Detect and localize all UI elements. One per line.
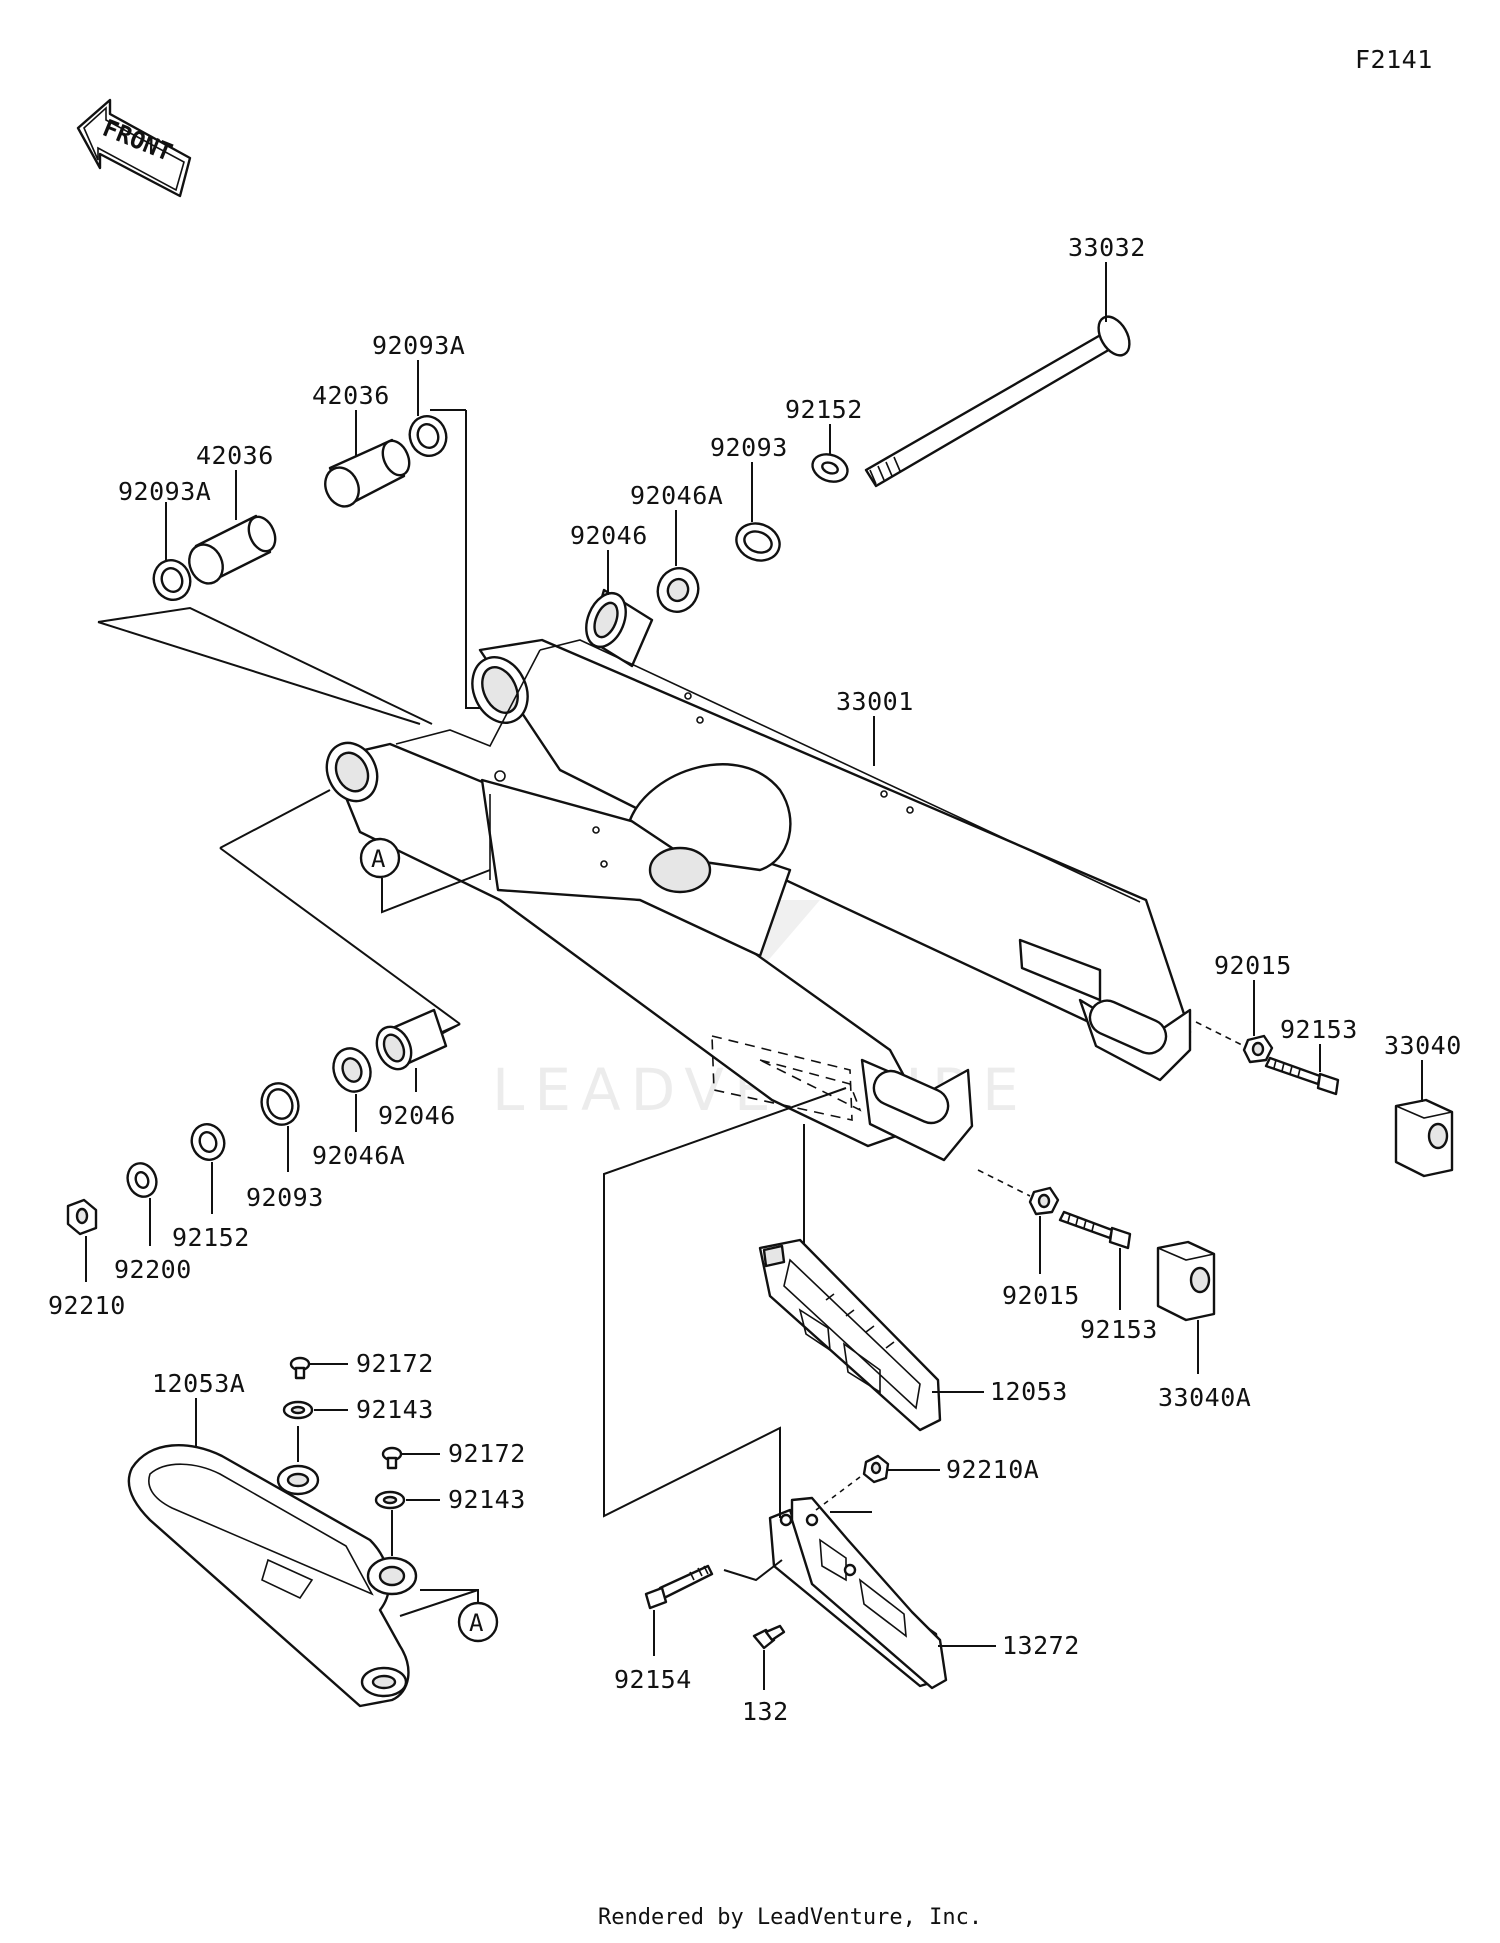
callout-a-upper: A (359, 837, 401, 879)
label-12053: 12053 (990, 1377, 1068, 1406)
label-92200: 92200 (114, 1255, 192, 1284)
label-92172-a: 92172 (356, 1349, 434, 1378)
nut-92210 (66, 1198, 98, 1236)
washer-92143-a (282, 1400, 314, 1420)
label-33032: 33032 (1068, 233, 1146, 262)
label-92046-top: 92046 (570, 521, 648, 550)
bolt-92153-right (1264, 1056, 1340, 1096)
callout-a-upper-text: A (371, 845, 386, 873)
label-12053A: 12053A (152, 1369, 245, 1398)
seal-92093A-top (408, 415, 448, 457)
screw-92172-a (289, 1356, 311, 1380)
adjuster-block-33040 (1394, 1098, 1454, 1178)
seal-92093A-left (152, 559, 192, 601)
seal-92093-low (260, 1082, 300, 1126)
collar-42036-mid (188, 514, 277, 585)
label-33040A: 33040A (1158, 1383, 1251, 1412)
label-92093A-top: 92093A (372, 331, 465, 360)
callout-a-lower-text: A (469, 1609, 484, 1637)
pivot-shaft-33032 (864, 315, 1131, 488)
label-92015-left: 92015 (1002, 1281, 1080, 1310)
label-92210: 92210 (48, 1291, 126, 1320)
label-92153-left: 92153 (1080, 1315, 1158, 1344)
label-92152-low: 92152 (172, 1223, 250, 1252)
label-132: 132 (742, 1697, 789, 1726)
label-92210A: 92210A (946, 1455, 1039, 1484)
nut-92210A (862, 1454, 890, 1484)
label-92046-low: 92046 (378, 1101, 456, 1130)
label-92154: 92154 (614, 1665, 692, 1694)
label-92093A-left: 92093A (118, 477, 211, 506)
adjuster-block-33040A (1156, 1240, 1216, 1322)
label-42036-top: 42036 (312, 381, 390, 410)
front-arrow-icon: FRONT (76, 98, 192, 198)
bearing-92046-top (585, 588, 654, 668)
label-92143-b: 92143 (448, 1485, 526, 1514)
bolt-132 (752, 1624, 786, 1650)
washer-92200 (126, 1162, 158, 1198)
washer-92143-b (374, 1490, 406, 1510)
seal-92046A-top (656, 567, 700, 613)
label-92093-top: 92093 (710, 433, 788, 462)
label-92093-low: 92093 (246, 1183, 324, 1212)
chain-guide-13272 (768, 1496, 948, 1690)
label-33001: 33001 (836, 687, 914, 716)
chain-slider-12053A (127, 1444, 418, 1708)
callout-a-lower: A (457, 1601, 499, 1643)
diagram-code: F2141 (1355, 45, 1433, 74)
label-13272: 13272 (1002, 1631, 1080, 1660)
label-92046A-low: 92046A (312, 1141, 405, 1170)
footer-credit: Rendered by LeadVenture, Inc. (598, 1905, 982, 1930)
nut-92015-right (1242, 1034, 1274, 1064)
washer-92152-low (190, 1123, 226, 1161)
label-33040: 33040 (1384, 1031, 1462, 1060)
swingarm-33001 (325, 638, 1192, 1162)
seal-92093-top (735, 522, 781, 562)
label-92143-a: 92143 (356, 1395, 434, 1424)
nut-92015-left (1028, 1186, 1060, 1216)
collar-42036-top (324, 438, 411, 508)
screw-92172-b (381, 1446, 403, 1470)
washer-92152-top (811, 453, 849, 483)
label-42036-mid: 42036 (196, 441, 274, 470)
bolt-92153-left (1058, 1210, 1132, 1250)
label-92172-b: 92172 (448, 1439, 526, 1468)
bolt-92154 (644, 1564, 714, 1610)
bearing-92046-low (375, 1008, 448, 1071)
label-92152-top: 92152 (785, 395, 863, 424)
chain-slider-12053 (758, 1238, 942, 1432)
label-92153-right: 92153 (1280, 1015, 1358, 1044)
seal-92046A-low (332, 1047, 372, 1093)
label-92046A-top: 92046A (630, 481, 723, 510)
label-92015-right: 92015 (1214, 951, 1292, 980)
